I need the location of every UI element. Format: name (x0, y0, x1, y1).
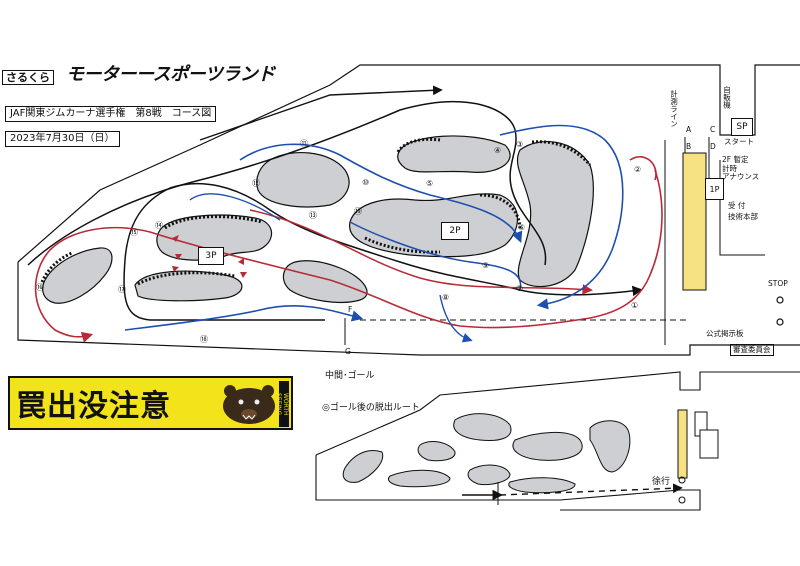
parking-3p: 3P (198, 247, 224, 265)
event-title: JAF関東ジムカーナ選手権 第8戦 コース図 (5, 106, 217, 122)
line-letter: D (710, 142, 716, 151)
course-number: ⑤ (426, 179, 434, 188)
timing-line-label: 計測ライン (669, 90, 679, 128)
course-number: ⑧ (442, 293, 450, 302)
notice-board-label: 公式掲示板 (706, 329, 744, 338)
parking-2p: 2P (441, 222, 469, 240)
slow-label: 徐行 (652, 477, 671, 487)
course-number: ⑭ (155, 221, 163, 230)
course-number: ⑱ (200, 335, 208, 344)
reception-label: 受 付 技術本部 (728, 201, 758, 222)
course-line-red (34, 169, 663, 343)
red-cones (172, 235, 247, 278)
bear-icon (218, 382, 280, 426)
course-number: ⑮ (130, 228, 138, 237)
course-line-blue (499, 124, 624, 310)
course-number: ⑨ (482, 261, 490, 270)
line-letter: A (686, 125, 692, 134)
bear-sign-side-text: WORTH SEEING (275, 381, 289, 427)
course-number: ② (634, 165, 642, 174)
bear-warning-sign: 罠出没注意 WORTH SEEING (8, 376, 293, 430)
stop-label: STOP (768, 279, 788, 288)
island-16 (42, 247, 113, 304)
course-number: ⑩ (362, 178, 370, 187)
brand-name: モーターースポーツランド (66, 64, 275, 85)
mid-goal-label: 中間･ゴール (325, 371, 375, 381)
exit-route-label: ◎ゴール後の脱出ルート (322, 403, 420, 413)
island-center (282, 260, 368, 303)
line-letter: G (345, 347, 351, 356)
course-number: ① (631, 301, 639, 310)
paddock-strip (682, 152, 707, 291)
start-label: スタート (724, 137, 754, 146)
committee-label: 審査委員会 (730, 344, 774, 356)
course-number: ⑦ (516, 284, 524, 293)
course-number: ④ (494, 146, 502, 155)
island-top-mid (397, 135, 511, 173)
line-letter: F (348, 305, 353, 314)
island-11 (256, 151, 350, 208)
site-boundary (17, 262, 800, 356)
course-number: ⑰ (118, 285, 126, 294)
vending-label: 自販機 (722, 86, 732, 109)
course-number: ⑲ (354, 207, 362, 216)
course-number: ⑯ (36, 283, 44, 292)
brand-prefix: さるくら (2, 70, 54, 85)
course-number: ⑫ (252, 179, 260, 188)
island-2p (349, 193, 518, 258)
island-right-big (516, 141, 594, 288)
event-date: 2023年7月30日（日） (5, 131, 120, 147)
course-number: ⑪ (300, 139, 308, 148)
parking-sp: SP (731, 118, 753, 136)
island-3p (156, 214, 273, 261)
course-number: ⑬ (309, 211, 317, 220)
island-17 (134, 270, 243, 302)
course-number: ⑥ (518, 223, 526, 232)
parking-1p: 1P (705, 178, 724, 200)
line-letter: B (686, 142, 692, 151)
line-letter: C (710, 125, 716, 134)
site-boundary-top (17, 64, 800, 263)
announce-label: 2F 暫定 計時 アナウンス (722, 155, 760, 182)
course-number: ③ (516, 140, 524, 149)
tyre-barriers (40, 137, 592, 286)
bear-warning-text: 罠出没注意 (16, 389, 171, 424)
